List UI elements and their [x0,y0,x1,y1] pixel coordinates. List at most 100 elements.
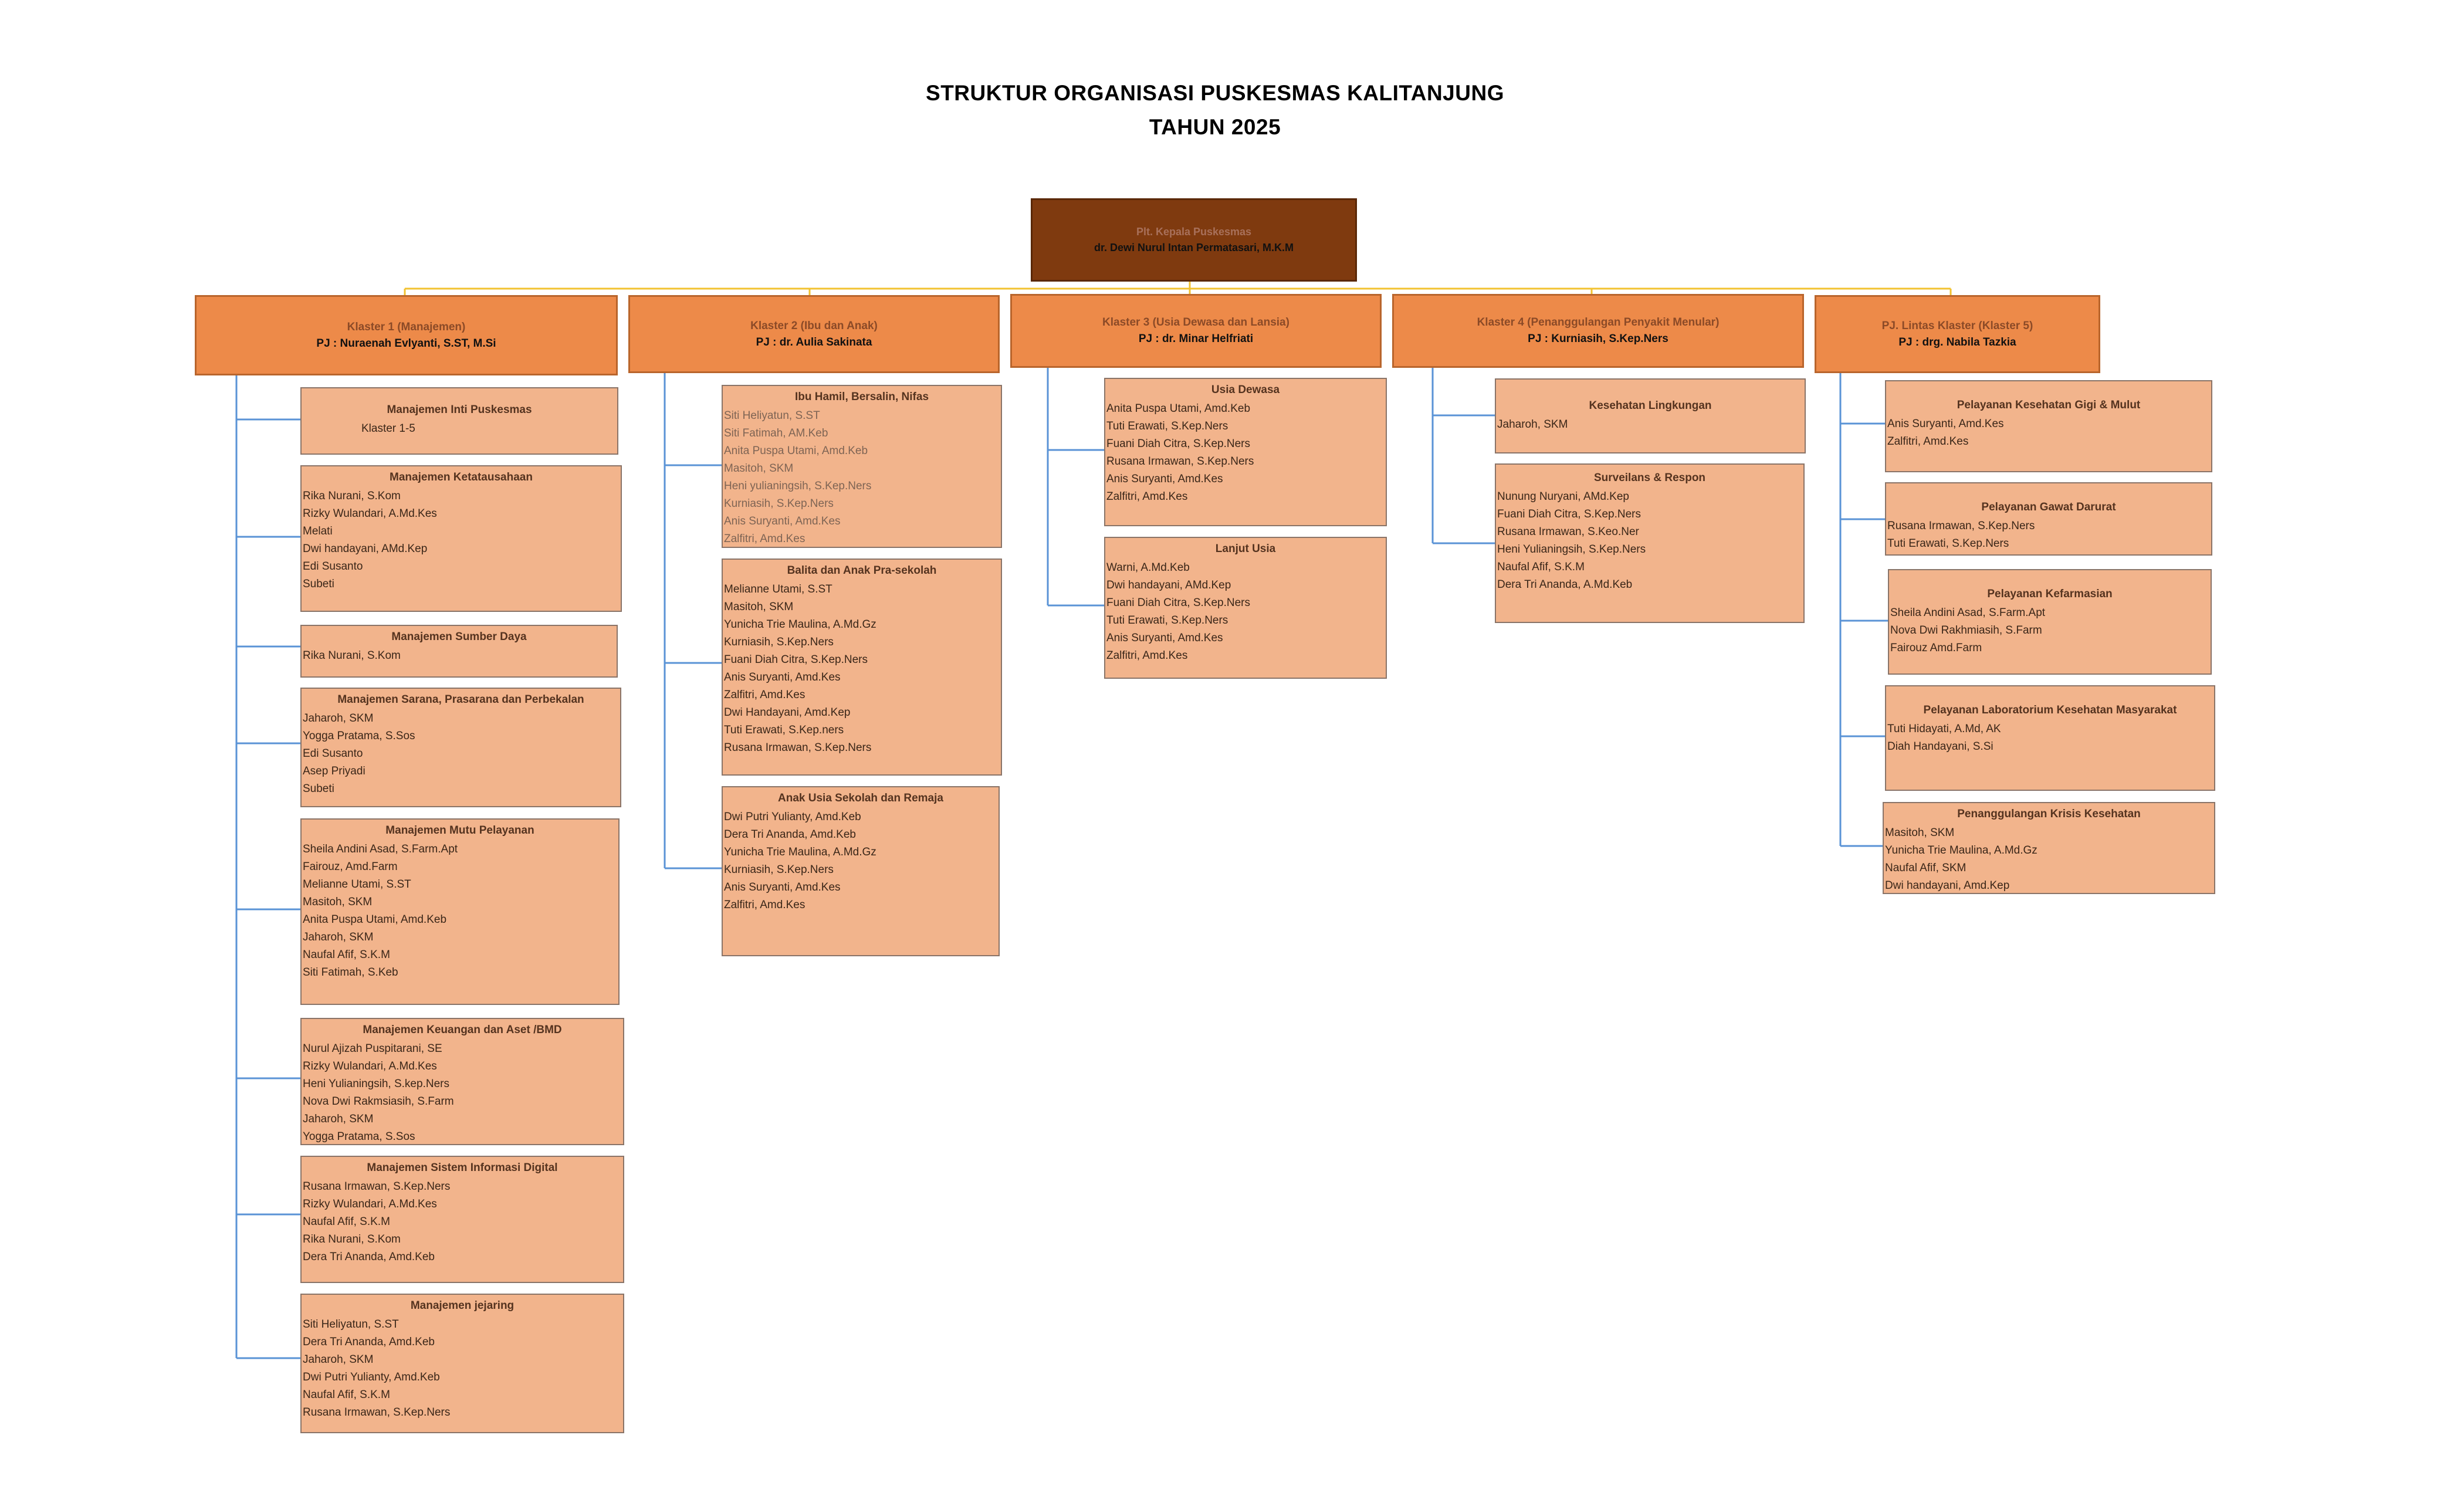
unit-title: Manajemen Inti Puskesmas [387,404,532,416]
unit-member: Zalfitri, Amd.Kes [1106,649,1188,662]
unit-member: Fuani Diah Citra, S.Kep.Ners [1106,438,1250,450]
unit-member: Tuti Erawati, S.Kep.ners [724,724,844,736]
unit-member: Jaharoh, SKM [1497,418,1568,431]
unit-title: Manajemen Keuangan dan Aset /BMD [363,1024,562,1036]
unit-member: Rusana Irmawan, S.Kep.Ners [1106,455,1254,468]
unit-member: Melati [303,525,333,537]
unit-member: Rizky Wulandari, A.Md.Kes [303,1198,437,1210]
unit-member: Dwi Putri Yulianty, Amd.Keb [303,1371,440,1383]
cluster-pj: PJ : drg. Nabila Tazkia [1898,336,2016,348]
unit-member: Nurul Ajizah Puspitarani, SE [303,1043,442,1055]
unit-member: Warni, A.Md.Keb [1106,561,1190,574]
unit-title: Manajemen Ketatausahaan [390,471,533,483]
unit-member: Asep Priyadi [303,765,365,777]
unit-member: Anis Suryanti, Amd.Kes [724,881,841,893]
unit-member: Fuani Diah Citra, S.Kep.Ners [724,654,868,666]
page-title-line-2: TAHUN 2025 [1149,115,1281,139]
unit-member: Tuti Hidayati, A.Md, AK [1887,723,2001,735]
cluster-title: Klaster 3 (Usia Dewasa dan Lansia) [1102,316,1289,329]
unit-member: Dwi Handayani, Amd.Kep [724,706,851,719]
unit-member: Masitoh, SKM [1885,827,1955,839]
unit-title: Manajemen jejaring [410,1299,515,1312]
unit-member: Rizky Wulandari, A.Md.Kes [303,507,437,520]
unit-title: Pelayanan Kefarmasian [1987,588,2113,600]
unit-member: Nova Dwi Rakhmiasih, S.Farm [1890,624,2042,637]
head-name: dr. Dewi Nurul Intan Permatasari, M.K.M [1094,242,1294,253]
cluster-title: Klaster 2 (Ibu dan Anak) [750,319,878,332]
unit-member: Edi Susanto [303,747,363,760]
head-of-puskesmas-box: Plt. Kepala Puskesmas dr. Dewi Nurul Int… [1031,198,1357,282]
unit-member: Yunicha Trie Maulina, A.Md.Gz [724,846,876,858]
unit-member: Subeti [303,783,334,795]
cluster-2-box: Klaster 2 (Ibu dan Anak) PJ : dr. Aulia … [628,295,1000,373]
unit-member: Jaharoh, SKM [303,712,374,725]
unit-member: Naufal Afif, S.K.M [1497,561,1585,573]
cluster-pj: PJ : Kurniasih, S.Kep.Ners [1528,333,1668,345]
unit-member: Rika Nurani, S.Kom [303,1233,401,1245]
unit-title: Manajemen Mutu Pelayanan [385,824,534,837]
unit-member: Kurniasih, S.Kep.Ners [724,636,834,648]
unit-member: Zalfitri, Amd.Kes [1887,435,1969,448]
top-connectors [404,280,1952,296]
unit-member: Dera Tri Ananda, A.Md.Keb [1497,578,1633,591]
unit-member: Rusana Irmawan, S.Kep.Ners [1887,520,2035,532]
cluster-title: Klaster 1 (Manajemen) [347,320,466,333]
unit-member: Dera Tri Ananda, Amd.Keb [303,1336,435,1348]
unit-title: Anak Usia Sekolah dan Remaja [778,792,943,804]
unit-member: Anis Suryanti, Amd.Kes [1887,418,2004,430]
cluster-1-box: Klaster 1 (Manajemen) PJ : Nuraenah Evly… [195,295,618,375]
unit-member: Zalfitri, Amd.Kes [724,533,805,545]
unit-member: Zalfitri, Amd.Kes [724,899,805,911]
unit-title: Manajemen Sumber Daya [391,631,527,643]
unit-title: Kesehatan Lingkungan [1589,400,1712,412]
cluster-5-box: PJ. Lintas Klaster (Klaster 5) PJ : drg.… [1815,295,2100,373]
unit-member: Naufal Afif, SKM [1885,862,1967,874]
unit-member: Nova Dwi Rakmsiasih, S.Farm [303,1095,454,1108]
unit-member: Zalfitri, Amd.Kes [1106,490,1188,503]
unit-member: Anita Puspa Utami, Amd.Keb [303,913,447,926]
unit-title: Lanjut Usia [1215,543,1276,555]
unit-member: Rusana Irmawan, S.Keo.Ner [1497,526,1639,538]
unit-member: Yogga Pratama, S.Sos [303,1131,415,1143]
unit-member: Rusana Irmawan, S.Kep.Ners [303,1406,451,1419]
unit-member: Dwi handayani, Amd.Kep [1885,879,2010,892]
unit-member: Jaharoh, SKM [303,931,374,943]
unit-box-c5-u4: Pelayanan Laboratorium Kesehatan Masyara… [1885,685,2215,791]
unit-member: Melianne Utami, S.ST [724,583,832,595]
unit-member: Anis Suryanti, Amd.Kes [724,515,841,527]
unit-member: Anis Suryanti, Amd.Kes [724,671,841,683]
unit-title: Usia Dewasa [1211,384,1280,396]
unit-title: Pelayanan Gawat Darurat [1981,501,2116,513]
unit-title: Balita dan Anak Pra-sekolah [787,564,937,577]
unit-member: Dwi handayani, AMd.Kep [303,543,428,555]
unit-member: Yunicha Trie Maulina, A.Md.Gz [724,618,876,631]
page-title-line-1: STRUKTUR ORGANISASI PUSKESMAS KALITANJUN… [926,81,1504,105]
unit-member: Jaharoh, SKM [303,1353,374,1366]
unit-member: Rika Nurani, S.Kom [303,490,401,502]
unit-member: Siti Fatimah, S.Keb [303,966,398,979]
unit-member: Zalfitri, Amd.Kes [724,689,805,701]
unit-member: Tuti Erawati, S.Kep.Ners [1106,614,1228,627]
cluster-pj: PJ : dr. Minar Helfriati [1138,333,1254,345]
cluster-pj: PJ : dr. Aulia Sakinata [756,336,872,348]
unit-member: Siti Heliyatun, S.ST [724,409,820,422]
unit-member: Sheila Andini Asad, S.Farm.Apt [1890,607,2046,619]
unit-member: Edi Susanto [303,560,363,573]
unit-member: Kurniasih, S.Kep.Ners [724,864,834,876]
unit-member: Naufal Afif, S.K.M [303,1389,390,1401]
unit-member: Anis Suryanti, Amd.Kes [1106,473,1223,485]
unit-member: Fuani Diah Citra, S.Kep.Ners [1497,508,1641,520]
unit-title: Penanggulangan Krisis Kesehatan [1957,808,2141,820]
